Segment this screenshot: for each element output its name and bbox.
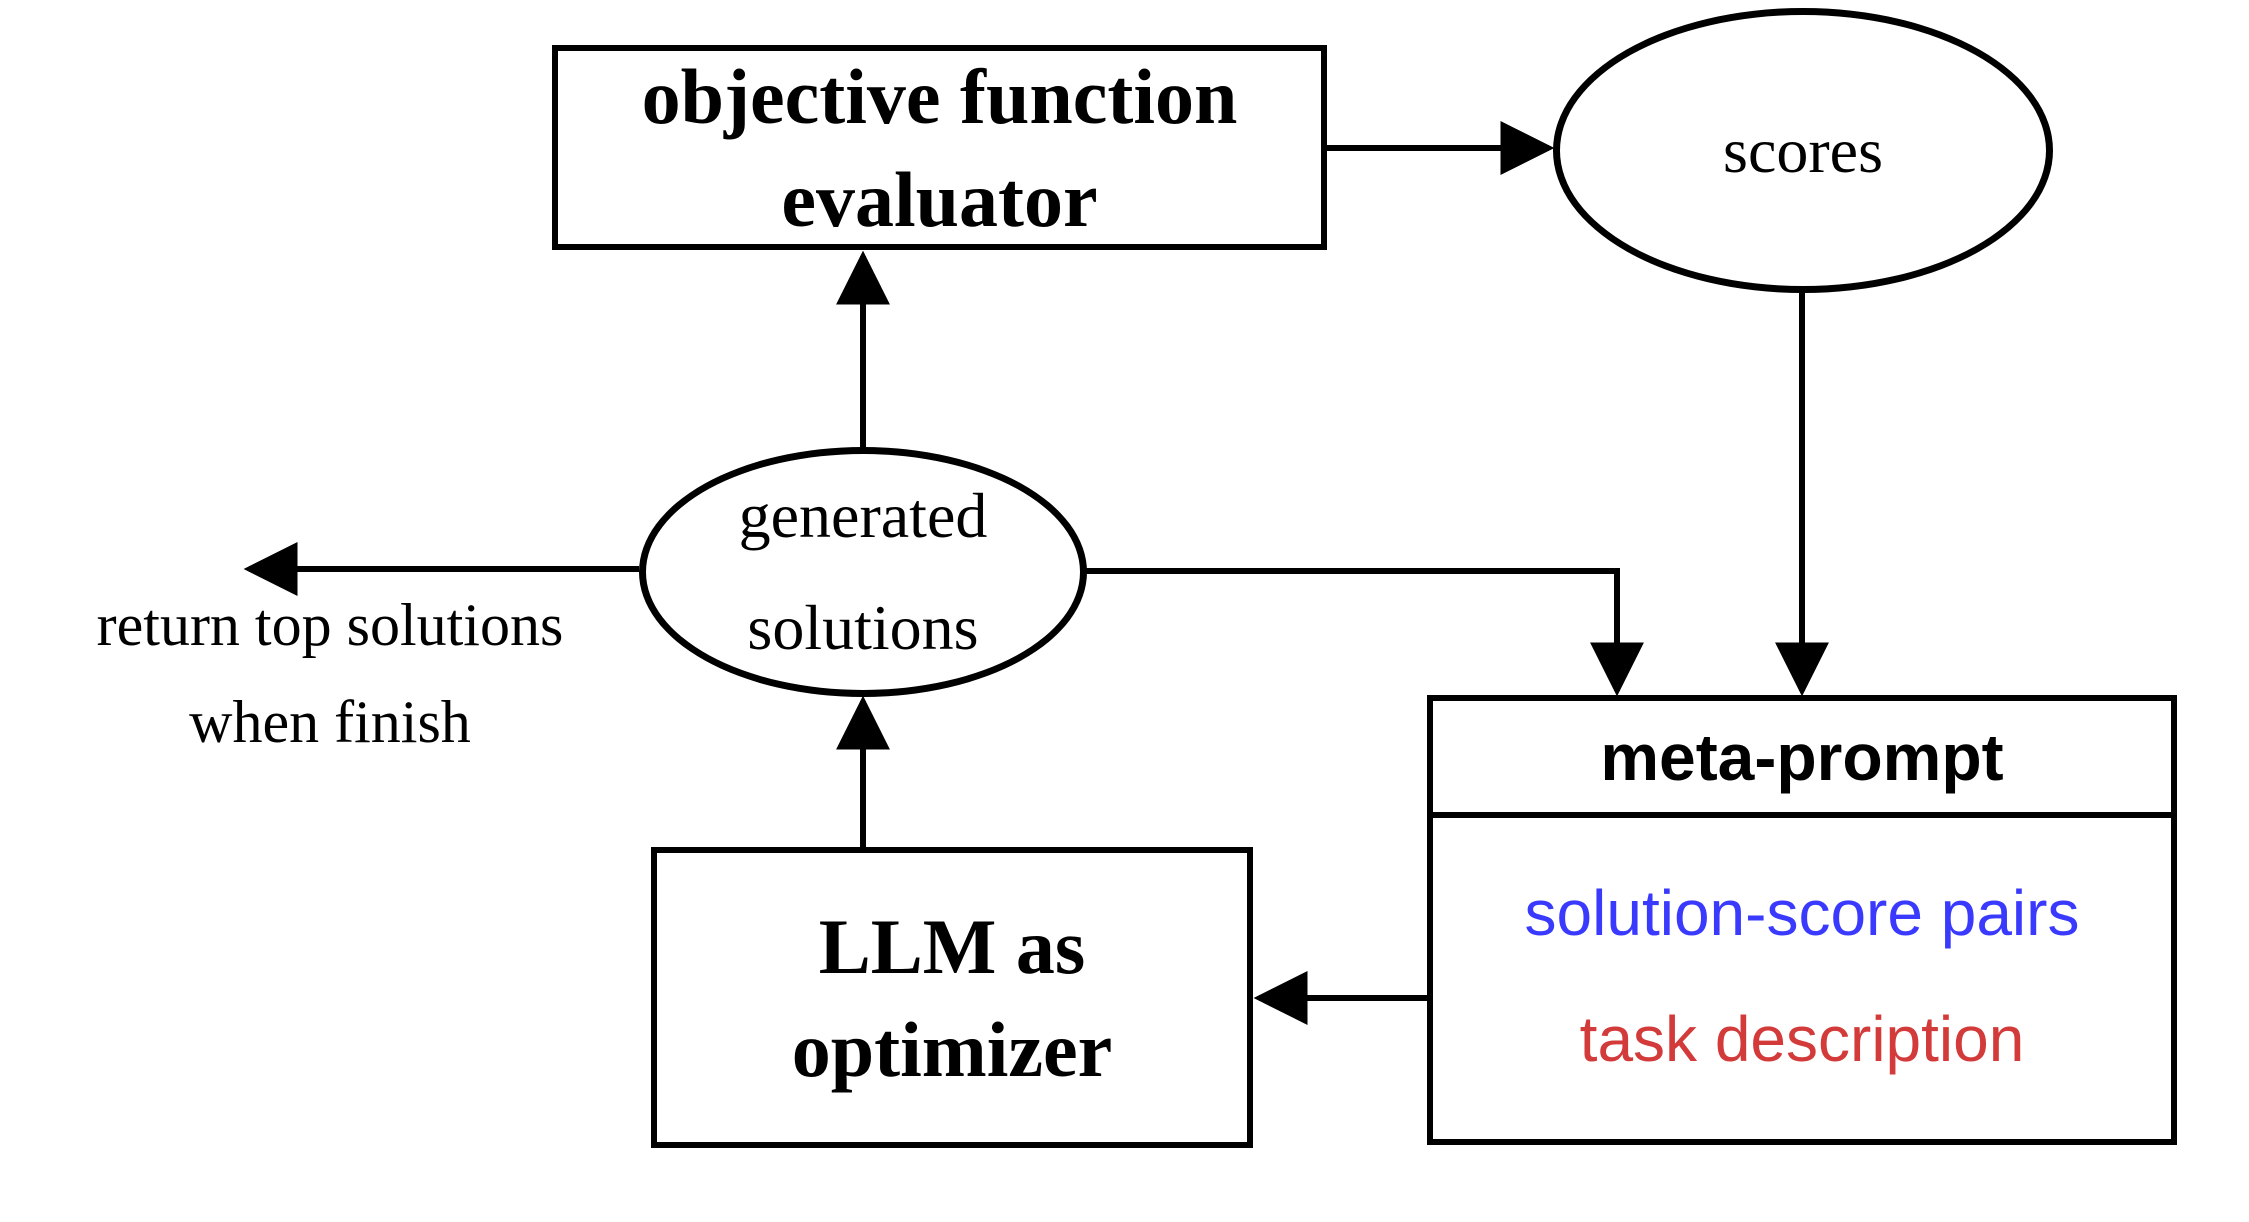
node-objective-function-evaluator: objective function evaluator [552,45,1327,250]
node-scores: scores [1553,8,2053,293]
meta-prompt-title: meta-prompt [1433,701,2171,818]
node-meta-prompt: meta-prompt solution-score pairs task de… [1427,695,2177,1145]
node-llm-as-optimizer: LLM as optimizer [651,847,1253,1148]
node-llm-as-optimizer-label: LLM as optimizer [791,902,1113,1093]
node-generated-solutions: generated solutions [639,447,1087,697]
node-objective-function-evaluator-label: objective function evaluator [641,52,1238,243]
arrow-generated-to-metaprompt [1085,568,1644,697]
meta-prompt-item-solution-score-pairs: solution-score pairs [1524,877,2080,949]
node-scores-label: scores [1723,114,1883,186]
meta-prompt-item-task-description: task description [1579,1003,2025,1075]
node-generated-solutions-label: generated solutions [738,480,988,663]
return-note: return top solutions when finish [96,592,564,755]
